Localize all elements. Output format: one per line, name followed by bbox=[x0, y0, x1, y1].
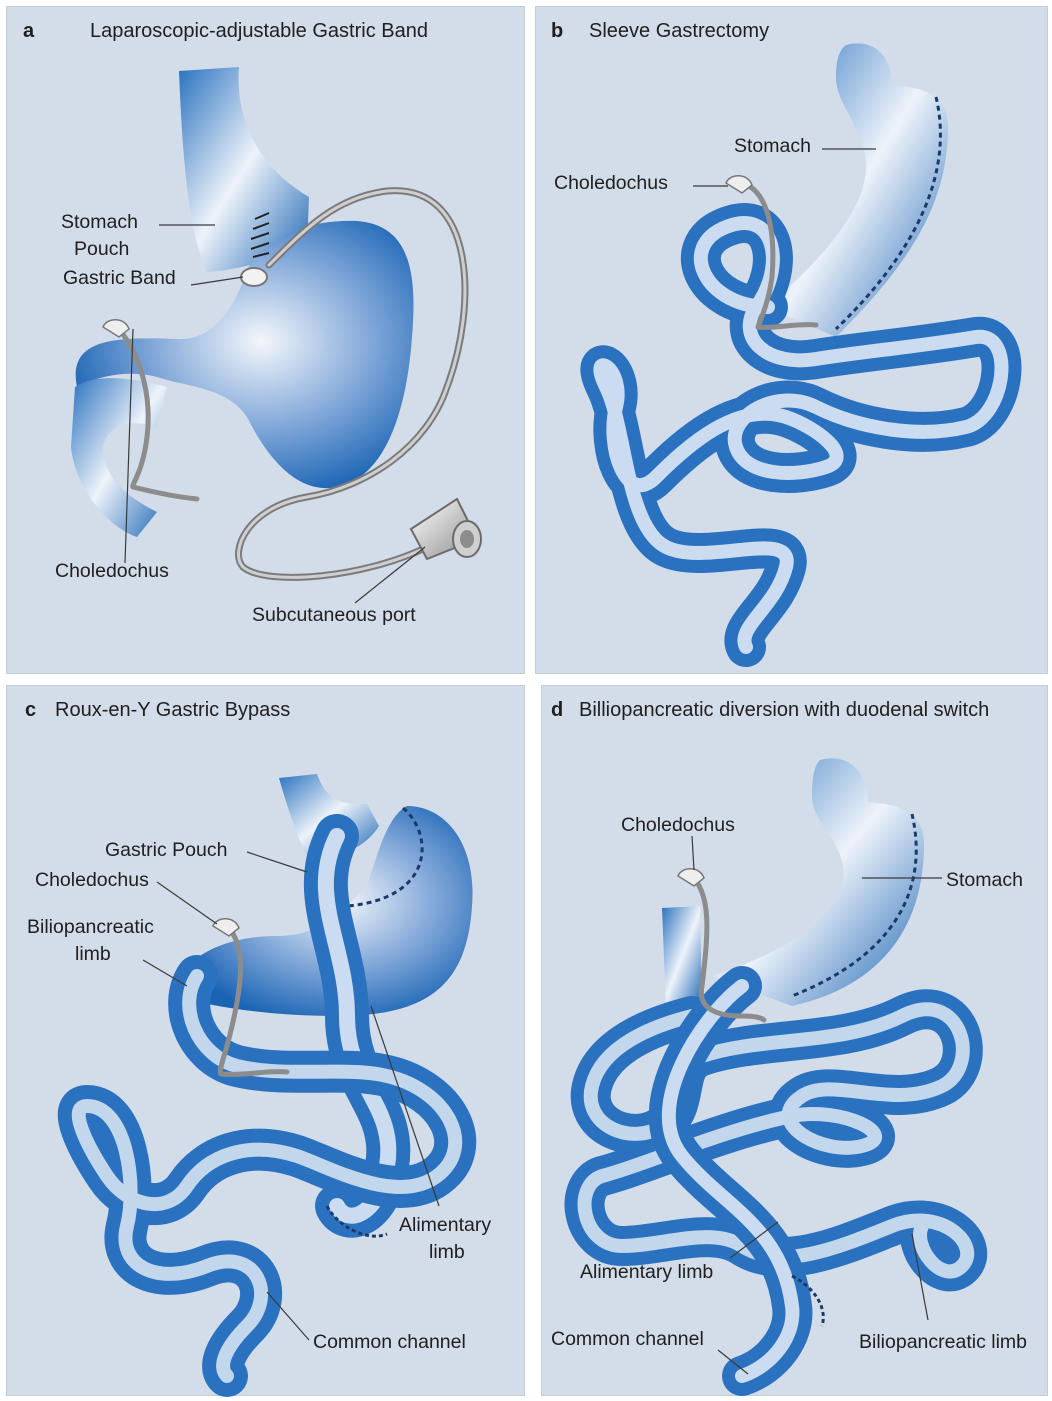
label-common-channel: Common channel bbox=[313, 1331, 466, 1353]
label-gastric-pouch: Gastric Pouch bbox=[105, 839, 227, 861]
panel-sleeve-gastrectomy: b Sleeve Gastrectomy Stomach Choledochus bbox=[535, 6, 1048, 674]
duodenal-switch-illustration: Choledochus Stomach Alimentary limb Comm… bbox=[542, 686, 1049, 1397]
sleeve-gastrectomy-illustration: Stomach Choledochus bbox=[536, 7, 1049, 675]
label-biliopancreatic-line2: limb bbox=[75, 943, 111, 965]
label-stomach: Stomach bbox=[946, 869, 1023, 891]
panel-roux-en-y: c Roux-en-Y Gastric Bypass Gastric Pouch… bbox=[6, 685, 525, 1396]
panel-gastric-band: a Laparoscopic-adjustable Gastric Band bbox=[6, 6, 525, 674]
label-alimentary-limb: Alimentary limb bbox=[580, 1261, 713, 1283]
label-biliopancreatic-limb: Biliopancreatic limb bbox=[859, 1331, 1027, 1353]
panel-duodenal-switch: d Billiopancreatic diversion with duoden… bbox=[541, 685, 1048, 1396]
label-gastric-band: Gastric Band bbox=[63, 267, 176, 289]
gastric-band-illustration: Stomach Pouch Gastric Band Choledochus S… bbox=[7, 7, 526, 675]
label-stomach-pouch-line2: Pouch bbox=[74, 238, 129, 260]
label-common-channel: Common channel bbox=[551, 1328, 704, 1350]
label-stomach: Stomach bbox=[734, 135, 811, 157]
duodenal-stump bbox=[662, 906, 702, 1008]
roux-en-y-illustration: Gastric Pouch Choledochus Biliopancreati… bbox=[7, 686, 526, 1397]
label-choledochus: Choledochus bbox=[621, 814, 735, 836]
label-subcutaneous-port: Subcutaneous port bbox=[252, 604, 416, 626]
label-biliopancreatic-line1: Biliopancreatic bbox=[27, 916, 154, 938]
label-choledochus: Choledochus bbox=[554, 172, 668, 194]
label-alimentary-line1: Alimentary bbox=[399, 1214, 491, 1236]
label-alimentary-line2: limb bbox=[429, 1241, 465, 1263]
duodenum bbox=[71, 378, 167, 537]
sleeve-stomach bbox=[766, 43, 948, 337]
label-choledochus: Choledochus bbox=[35, 869, 149, 891]
label-choledochus: Choledochus bbox=[55, 560, 169, 582]
label-stomach-pouch-line1: Stomach bbox=[61, 211, 138, 233]
gastric-band bbox=[241, 268, 267, 286]
